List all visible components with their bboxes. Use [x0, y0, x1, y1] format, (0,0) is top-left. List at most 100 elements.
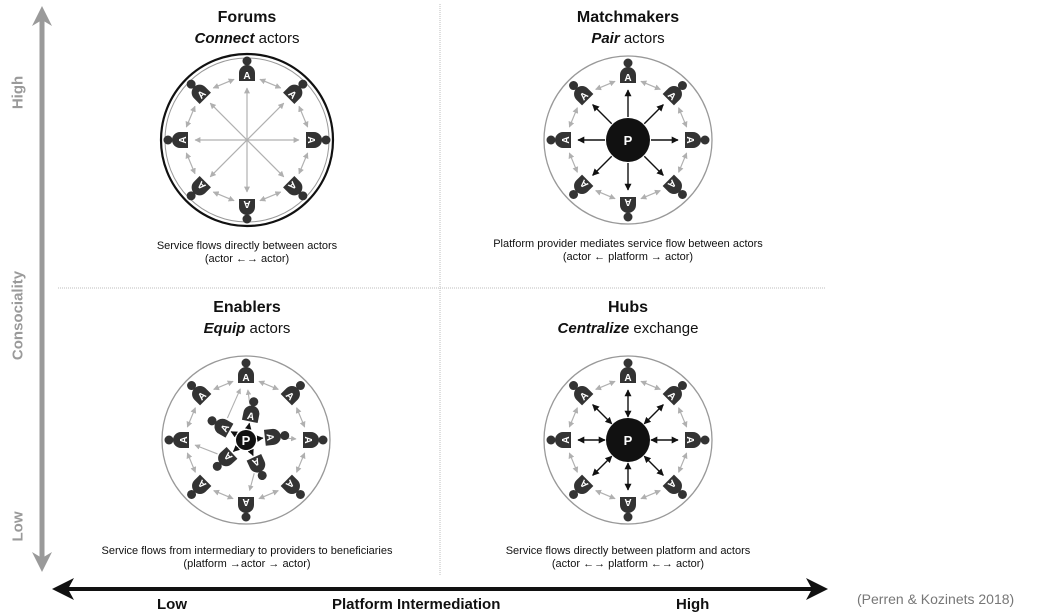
- actor-node: A: [620, 196, 636, 222]
- peer-link: [595, 80, 616, 91]
- matchmakers-subtitle: Pair actors: [498, 30, 758, 47]
- actor-node: A: [662, 81, 687, 106]
- platform-node: [606, 118, 650, 162]
- platform-link: [643, 155, 664, 176]
- actor-dot: [569, 489, 579, 499]
- peer-link: [677, 152, 688, 173]
- actor-dot: [280, 431, 290, 441]
- matchmakers-desc-line1: Platform provider mediates service flow …: [493, 238, 763, 250]
- actor-node: A: [305, 132, 331, 148]
- actor-letter: A: [246, 411, 255, 423]
- hubs-verb: Centralize: [557, 320, 630, 337]
- inner-actor-node: A: [241, 397, 260, 423]
- actor-letter: A: [243, 71, 250, 82]
- actor-dot: [164, 435, 174, 445]
- actor-dot: [242, 214, 252, 224]
- actor-dot: [241, 358, 251, 368]
- peer-link: [258, 380, 279, 391]
- actor-node: A: [546, 432, 572, 448]
- peer-link: [595, 189, 616, 200]
- actor-node: A: [163, 132, 189, 148]
- peer-link: [640, 80, 661, 91]
- actor-dot: [677, 81, 687, 91]
- actor-letter: A: [684, 436, 695, 443]
- actor-dot: [569, 81, 579, 91]
- actor-dot: [700, 435, 710, 445]
- actor-dot: [249, 397, 259, 407]
- actor-dot: [700, 135, 710, 145]
- actor-node: A: [187, 381, 212, 406]
- actor-dot: [241, 512, 251, 522]
- peer-link: [568, 107, 579, 128]
- actor-node: A: [569, 174, 594, 199]
- peer-link: [595, 489, 616, 500]
- hubs-subtitle: Centralize exchange: [498, 320, 758, 337]
- platform-link: [592, 155, 613, 176]
- hubs-title: Hubs: [608, 299, 648, 316]
- actor-node: A: [620, 58, 636, 84]
- actor-dot: [677, 189, 687, 199]
- forums-desc-line1: Service flows directly between actors: [156, 240, 338, 252]
- platform-link: [643, 455, 664, 476]
- platform-letter: P: [624, 433, 633, 448]
- actor-dot: [242, 56, 252, 66]
- enablers-subtitle: Equip actors: [117, 320, 377, 337]
- enablers-description: Service flows from intermediary to provi…: [37, 545, 457, 571]
- forums-title: Forums: [217, 9, 277, 26]
- actor-node: A: [164, 432, 190, 448]
- actor-letter: A: [243, 198, 250, 209]
- boundary-circle: [543, 55, 713, 225]
- actor-letter: A: [684, 136, 695, 143]
- platform-link: [592, 404, 613, 425]
- platform-node: [606, 418, 650, 462]
- actor-dot: [187, 489, 197, 499]
- actor-letter: A: [561, 136, 572, 143]
- actor-dot: [298, 79, 308, 89]
- actor-letter: A: [624, 196, 631, 207]
- forums-subtitle: Connect actors: [117, 30, 377, 47]
- actor-dot: [212, 461, 222, 471]
- matchmakers-rest: actors: [619, 30, 665, 47]
- platform-link: [592, 104, 613, 125]
- platform-link: [232, 445, 240, 452]
- actor-node: A: [187, 474, 212, 499]
- peer-link: [259, 191, 282, 202]
- platform-link: [643, 404, 664, 425]
- actor-dot: [187, 381, 197, 391]
- platform-link: [592, 455, 613, 476]
- peer-link: [640, 189, 661, 200]
- platform-link: [643, 104, 664, 125]
- actor-letter: A: [561, 436, 572, 443]
- y-axis-top-arrow: [32, 6, 52, 26]
- actor-letter: A: [250, 455, 261, 468]
- forums-description: Service flows directly between actors(ac…: [37, 240, 457, 266]
- actor-dot: [318, 435, 328, 445]
- actor-node: A: [302, 432, 328, 448]
- peer-link: [213, 489, 234, 500]
- peer-link: [185, 105, 196, 128]
- platform-link: [230, 431, 238, 438]
- actor-dot: [257, 470, 267, 480]
- actor-node: A: [238, 496, 254, 522]
- actor-node: A: [239, 56, 255, 82]
- peer-link: [595, 380, 616, 391]
- enablers-verb: Equip: [203, 320, 246, 337]
- peer-link: [677, 107, 688, 128]
- actor-node: A: [569, 381, 594, 406]
- actor-letter: A: [263, 433, 275, 441]
- actor-node: A: [620, 496, 636, 522]
- actor-to-actor-link: [226, 388, 241, 419]
- enablers-desc-line2: (platform →actor → actor): [183, 558, 311, 570]
- peer-link: [640, 489, 661, 500]
- actor-node: A: [283, 176, 308, 201]
- peer-link: [212, 191, 235, 202]
- peer-link: [298, 105, 309, 128]
- forums-rest: actors: [254, 30, 300, 47]
- x-axis-right-arrow: [806, 578, 828, 600]
- actor-dot: [186, 79, 196, 89]
- y-axis-bottom-arrow: [32, 552, 52, 572]
- peer-link: [213, 380, 234, 391]
